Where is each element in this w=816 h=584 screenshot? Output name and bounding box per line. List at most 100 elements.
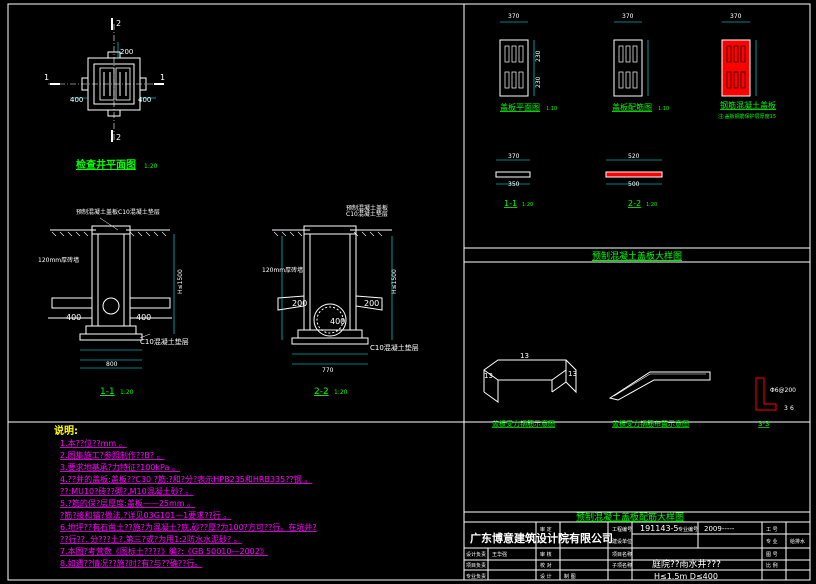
cover-plan1-title: 盖板平面图 <box>500 102 540 112</box>
s22-label-cover: 预制混凝土盖板 <box>346 204 388 212</box>
cover-plan3-title: 钢筋混凝土盖板 <box>720 100 776 110</box>
notes-line-2: 2.图集施工?参照制作??B? 。 <box>60 450 165 460</box>
tb-left-4: 专业负责 <box>466 573 486 580</box>
notes-heading: 说明: <box>54 424 78 437</box>
cover-plans <box>495 21 757 185</box>
plan-title: 检查井平面图 <box>76 158 136 171</box>
plan-mark-top: 2 <box>116 19 121 28</box>
plan-view <box>48 18 164 142</box>
section-1-1 <box>48 217 175 369</box>
tb-left-5: 设 计 <box>540 573 552 580</box>
tb-r3-2: 审 核 <box>540 551 552 558</box>
s11-wall: 120mm厚砖墙 <box>38 256 79 264</box>
s22-title: 2-2 <box>314 387 329 397</box>
tb-r2-4: 给排水 <box>790 538 805 545</box>
cover-s22-scale: 1:20 <box>646 202 657 208</box>
s22-depth: H≤1500 <box>391 269 398 294</box>
s22-dim-400: 400 <box>330 317 345 326</box>
cover-dim-right-1: 230 <box>535 50 542 62</box>
notes-line-4: 4.??井的盖板:盖板??C30 ?筋:?和?分?表示HPB235和HRB335… <box>60 474 312 484</box>
plan-mark-left: 1 <box>44 73 49 82</box>
rebar-r1: Φ6@200 <box>770 387 796 394</box>
notes-line-9: ??行??. 分???土?,第三?或?为用1:2防水水泥砂? 。 <box>60 534 242 544</box>
s22-dim-total: 770 <box>322 367 334 374</box>
s22-dim-200a: 200 <box>292 299 307 308</box>
tb-r2-3: 专 业 <box>766 538 778 545</box>
cover-dim-top-2: 370 <box>622 13 634 20</box>
plan-dim-200: 200 <box>120 48 133 56</box>
s22-label-concrete: C10混凝土垫层 <box>346 210 388 218</box>
s11-scale: 1:20 <box>120 389 134 396</box>
tb-r3-1: 项目名称 <box>612 551 632 558</box>
notes-line-8: 6.地坪??有石凿土??施?为混凝土?底,砂??厚?为100?方可??行。在坑井… <box>60 522 317 532</box>
cover-plan2-scale: 1:10 <box>658 106 669 112</box>
rebar-d13a: 13 <box>520 352 529 360</box>
tb-r2-1: 建设单位 <box>612 538 632 545</box>
rebar-d13c: 13 <box>568 370 577 378</box>
rebar-item3: 3-3 <box>758 420 769 428</box>
tb-sheet-label: 工 号 <box>766 527 778 533</box>
cover-panel-title: 预制混凝土盖板大样图 <box>592 250 682 262</box>
cover-s22-title: 2-2 <box>628 199 641 208</box>
plan-dim-400-right: 400 <box>138 96 151 104</box>
cover-note3: 注:盖板钢筋保护层厚度15 <box>718 113 776 120</box>
title-block-grid <box>464 522 810 580</box>
notes-line-11: 8.如遇??情况??施?时?有?与??确??行。 <box>60 558 202 568</box>
tb-r4-2: 校 对 <box>540 562 552 569</box>
notes-line-10: 7.本图?考营数《图标土????》编?:《GB 50010—2002》 <box>60 546 268 556</box>
s11-title: 1-1 <box>100 387 115 397</box>
cover-s11-scale: 1:20 <box>522 202 533 208</box>
cover-dim-top-3: 370 <box>730 13 742 20</box>
notes-line-3: 3.要求地基承?力特征?100kPa 。 <box>60 462 180 472</box>
s22-base-label: C10混凝土垫层 <box>370 343 419 352</box>
plan-dim-400-left: 400 <box>70 96 83 104</box>
s22-dim-200b: 200 <box>364 299 379 308</box>
tb-r3-3: 图 号 <box>766 552 778 558</box>
plan-scale: 1:20 <box>144 163 158 170</box>
rebar-3d <box>483 359 777 411</box>
s11-dim-400-left: 400 <box>66 313 81 322</box>
notes-line-5: ??:MU10?砖??砌?,M10混凝土砂? 。 <box>60 486 194 496</box>
notes-line-7: ?筋?接和锚?做法,?详见03G101—1要求??行 。 <box>60 510 231 520</box>
tb-left-3: 项目负责 <box>466 562 486 569</box>
section-2-2 <box>272 225 393 365</box>
s11-label-cover: 预制混凝土盖板 <box>76 208 118 216</box>
tb-left-6: 制 图 <box>564 573 576 580</box>
cover-dim-right-2: 230 <box>535 76 542 88</box>
cover-s11-bot: 350 <box>508 181 520 188</box>
sheet-border <box>7 3 811 581</box>
rebar-panel-title: 预制混凝土盖板配筋大样图 <box>576 511 684 523</box>
rebar-d13b: 13 <box>484 372 493 380</box>
tb-r4-3: 比 例 <box>766 562 778 569</box>
tb-r2-2: 审 定 <box>540 526 552 533</box>
notes-line-1: 1.本??位??mm 。 <box>60 438 127 448</box>
cover-dim-top-1: 370 <box>508 13 520 20</box>
s11-dim-400-right: 400 <box>136 313 151 322</box>
rebar-d3: 3 <box>784 405 788 412</box>
tb-drawing-sub: H≤1.5m D≤400 <box>654 572 718 581</box>
cover-plan2-title: 盖板配筋图 <box>612 102 652 112</box>
rebar-item1: 盖板受力钢筋示意图 <box>492 419 555 428</box>
tb-date: 2009----- <box>704 525 735 533</box>
s22-scale: 1:20 <box>334 389 348 396</box>
tb-company: 广东博意建筑设计院有限公司 <box>470 531 613 545</box>
plan-mark-bottom: 2 <box>116 133 121 142</box>
tb-left-2: 王华强 <box>492 551 507 558</box>
cover-s22-top: 520 <box>628 153 640 160</box>
tb-proj-no: 191143-5 <box>640 524 679 533</box>
tb-drawing-no-label: 专业编号 <box>678 526 698 533</box>
rebar-item2: 盖板受力钢筋布置示意图 <box>612 419 689 428</box>
tb-proj-no-label: 工程编号 <box>612 526 632 533</box>
tb-drawing-title: 庭院??雨水井??? <box>652 558 721 570</box>
plan-mark-right: 1 <box>160 73 165 82</box>
s11-dim-total: 800 <box>106 361 118 368</box>
tb-r4-1: 子项名称 <box>612 562 632 569</box>
cover-s22-bot: 500 <box>628 181 640 188</box>
s11-label-concrete: C10混凝土垫层 <box>118 208 160 216</box>
tb-left-1: 设计负责 <box>466 551 486 558</box>
cover-s11-top: 370 <box>508 153 520 160</box>
s11-base-label: C10混凝土垫层 <box>140 337 189 346</box>
rebar-d6: 6 <box>790 405 794 412</box>
s22-wall: 120mm厚砖墙 <box>262 266 303 274</box>
